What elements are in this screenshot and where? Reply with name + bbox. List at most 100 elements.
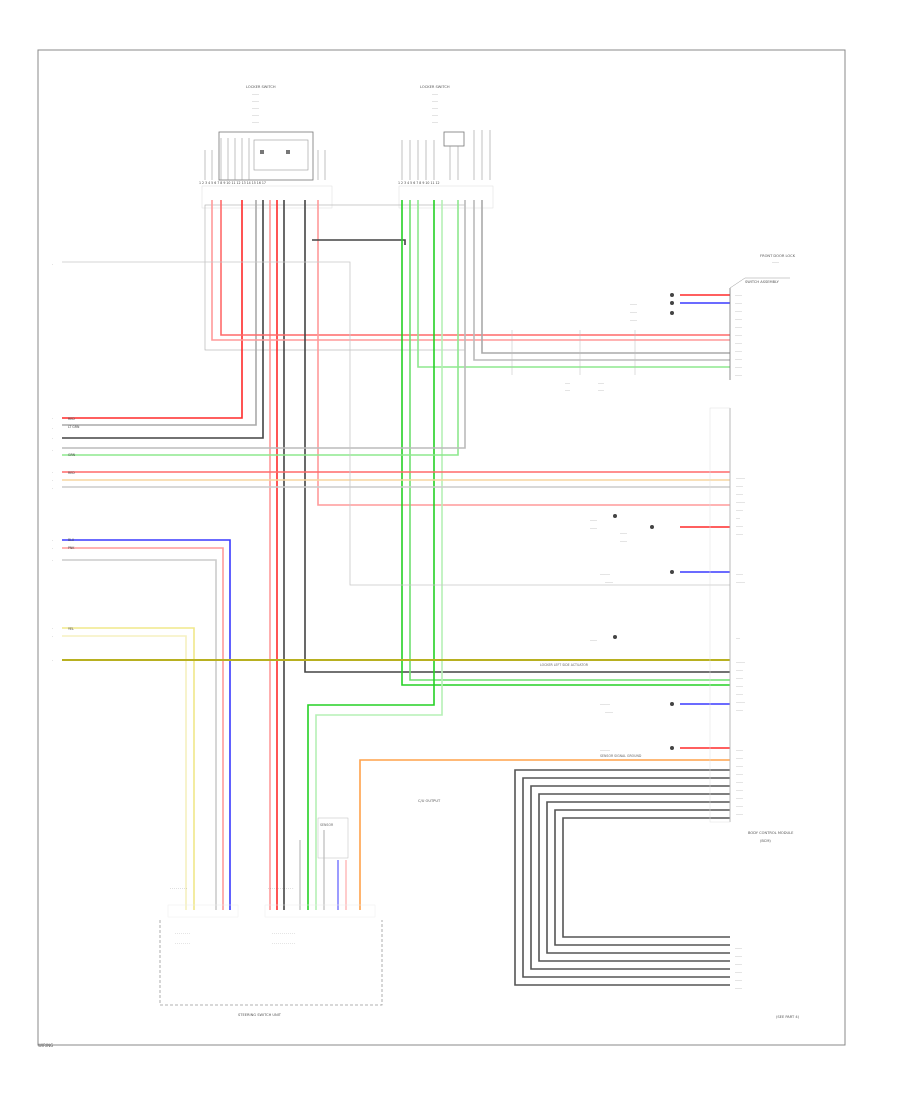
svg-text:·······: ······· [735,955,742,959]
wire-red-1 [62,200,243,419]
svg-text:·: · [52,449,53,453]
svg-text:······: ······ [432,93,438,97]
svg-text:RED: RED [68,471,75,475]
wire-gray-2 [473,200,730,361]
steering-switch-unit: · · · · · · · · · · · · · · · · · · · · … [159,887,383,1017]
svg-text:·: · [52,539,53,543]
svg-text:·······: ······· [736,685,743,689]
wire-pink-3 [62,547,224,910]
page-reference: (SEE PART 4) [776,1015,800,1019]
svg-text:······: ······ [432,107,438,111]
footer-text: WIRING [38,1043,54,1048]
svg-text:· · · · · · · · · · · · ·: · · · · · · · · · · · · · [268,887,293,891]
front-door-connector: FRONT DOOR LOCK ······· SWITCH ASSEMBLY … [729,254,796,380]
svg-text:·: · [52,487,53,491]
svg-text:·······: ······· [735,350,742,354]
right-switch-title: LOCKER SWITCH [420,85,450,89]
wire-green-1 [401,200,730,686]
svg-text:·······: ······· [736,813,743,817]
svg-text:·······: ······· [630,303,637,307]
wire-dark-1 [62,200,264,439]
sensor-box: SENSOR [317,817,349,859]
svg-text:·······: ······· [735,294,742,298]
right-switch-connector: LOCKER SWITCH ······ ······ ······ ·····… [398,85,491,185]
svg-text:·······: ······· [735,971,742,975]
svg-text:·······: ······· [736,765,743,769]
svg-text:· · · · · · · · ·: · · · · · · · · · [170,887,187,891]
wire-gray-3 [481,200,730,354]
svg-text:1 2 3 4 5 6 7 8 9 10 11 12: 1 2 3 4 5 6 7 8 9 10 11 12 [398,181,440,185]
svg-text:·······: ······· [630,311,637,315]
svg-text:·······: ······· [736,509,743,513]
svg-text:·······: ······· [736,773,743,777]
svg-text:·······: ······· [252,107,259,111]
svg-text:·: · [52,479,53,483]
svg-text:LT GRN: LT GRN [68,425,80,429]
svg-text:GRN: GRN [68,453,76,457]
svg-text:·····: ····· [565,382,570,386]
svg-text:·: · [52,635,53,639]
svg-text:·······: ······· [736,805,743,809]
body-control-module: ················ ················ ······… [709,407,794,843]
svg-text:······: ······ [432,100,438,104]
wire-yellow-2 [62,627,195,910]
svg-text:·········: ········· [736,477,745,481]
svg-text:·······: ······· [735,358,742,362]
svg-text:········: ········ [605,711,613,715]
svg-text:·······: ······· [735,947,742,951]
svg-text:·······: ······· [590,519,597,523]
svg-text:······: ······ [598,389,604,393]
wire-dark-b5 [546,801,730,954]
svg-text:·······: ······· [735,326,742,330]
svg-text:·······: ······· [736,797,743,801]
front-door-unit: SWITCH ASSEMBLY [745,280,780,284]
svg-text:·: · [52,559,53,563]
svg-text:·: · [52,659,53,663]
svg-text:······: ······ [598,382,604,386]
mid-label: C/U OUTPUT [418,799,441,803]
wire-harness [62,200,730,986]
lower-right-connector: ·············· ·············· ··········… [735,947,742,991]
wire-pink-2 [317,200,730,506]
left-switch-title: LOCKER SWITCH [246,85,276,89]
bcm-subtitle: (BCM) [760,839,771,843]
wire-blue-1 [62,539,231,910]
svg-text:·······: ······· [736,757,743,761]
wire-gray-4 [62,200,466,449]
svg-text:·······: ······· [735,334,742,338]
left-switch-connector: LOCKER SWITCH ······· ······· ······· ··… [199,85,326,185]
svg-text:·······: ······· [590,527,597,531]
svg-text:·: · [52,417,53,421]
svg-text:·······: ······· [736,573,743,577]
svg-text:·······: ······· [736,693,743,697]
wire-green-4 [307,200,435,910]
svg-text:BLU: BLU [68,538,75,542]
svg-text:·······: ······· [736,789,743,793]
svg-text:······: ······ [432,121,438,125]
svg-text:·: · [52,471,53,475]
wire-thin-gray [62,261,730,586]
svg-text:·········: ········· [736,501,745,505]
svg-text:·······: ······· [736,525,743,529]
wire-dark-b2 [522,777,730,978]
connection-note: LOCKER LEFT SIDE ACTUATOR [540,663,589,667]
svg-text:·······: ······· [736,485,743,489]
svg-text:·······: ······· [735,318,742,322]
svg-text:·······: ······· [735,366,742,370]
svg-text:·: · [52,263,53,267]
svg-text:··········: ·········· [600,573,610,577]
svg-text:SENSOR: SENSOR [320,823,334,827]
svg-text:·······: ······· [630,319,637,323]
wire-dark-b1 [514,769,730,986]
svg-text:· · · · · · · ·: · · · · · · · · [175,942,190,946]
svg-text:·: · [52,627,53,631]
svg-text:PNK: PNK [68,546,75,550]
svg-text:·······: ······· [735,310,742,314]
wire-gray-6 [62,559,217,910]
wire-ltgreen-5 [315,200,443,910]
wire-ltgreen-6 [62,200,459,456]
svg-text:·······: ······· [252,114,259,118]
svg-text:·: · [52,547,53,551]
svg-text:····: ···· [736,637,740,641]
